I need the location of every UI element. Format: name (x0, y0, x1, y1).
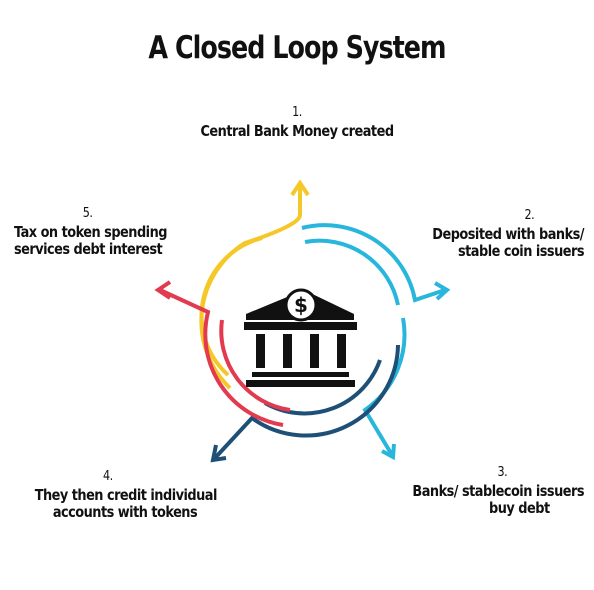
step-number: 3. (497, 465, 508, 480)
step-text: They then credit individual (34, 486, 218, 504)
step-text: stable coin issuers (457, 242, 585, 260)
arrowhead-step-1 (290, 179, 310, 197)
step-text: Deposited with banks/ (432, 225, 584, 243)
step-number: 4. (102, 469, 113, 484)
step-text: Banks/ stablecoin issuers (412, 482, 584, 500)
step-text: Tax on token spending (14, 223, 167, 241)
step-text: services debt interest (14, 240, 163, 258)
step-5: 5. Tax on token spending services debt i… (14, 205, 186, 258)
arrowhead-step-2 (433, 281, 451, 301)
cycle-arrows (154, 179, 451, 463)
arrow-step-2 (301, 223, 446, 303)
arrow-step-3 (362, 317, 407, 457)
step-number: 2. (524, 208, 535, 223)
arrowhead-step-4 (210, 444, 227, 463)
step-text: buy debt (489, 499, 550, 517)
dollar-symbol: $ (294, 293, 308, 317)
step-4: 4. They then credit individual accounts … (34, 468, 218, 521)
step-2: 2. Deposited with banks/ stable coin iss… (412, 207, 584, 260)
step-text: Central Bank Money created (200, 122, 394, 140)
diagram-title: A Closed Loop System (148, 30, 446, 66)
bank-icon: $ (244, 288, 357, 387)
step-3: 3. Banks/ stablecoin issuers buy debt (386, 464, 584, 517)
arrowhead-step-3 (381, 443, 396, 461)
step-number: 5. (82, 206, 93, 221)
step-text: accounts with tokens (52, 503, 198, 521)
arrow-step-5 (159, 288, 284, 427)
arrow-step-4 (213, 344, 400, 460)
step-1: 1. Central Bank Money created (168, 104, 426, 140)
step-number: 1. (292, 105, 302, 120)
arrowhead-step-5 (154, 280, 172, 300)
